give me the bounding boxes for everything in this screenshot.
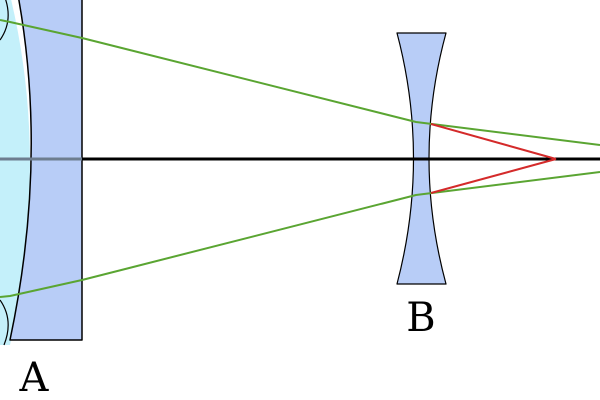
ray-lower-inner [430, 158, 557, 194]
ray-lower-outer [0, 171, 600, 298]
lens-a-front-element [0, 0, 30, 345]
lens-b-label: B [406, 295, 435, 341]
lens-a-back-element [9, 0, 83, 341]
ray-upper-outer [0, 19, 600, 146]
lens-a-front-outline [0, 0, 9, 346]
ray-upper-inner [430, 123, 557, 160]
lens-a-label: A [19, 355, 50, 400]
